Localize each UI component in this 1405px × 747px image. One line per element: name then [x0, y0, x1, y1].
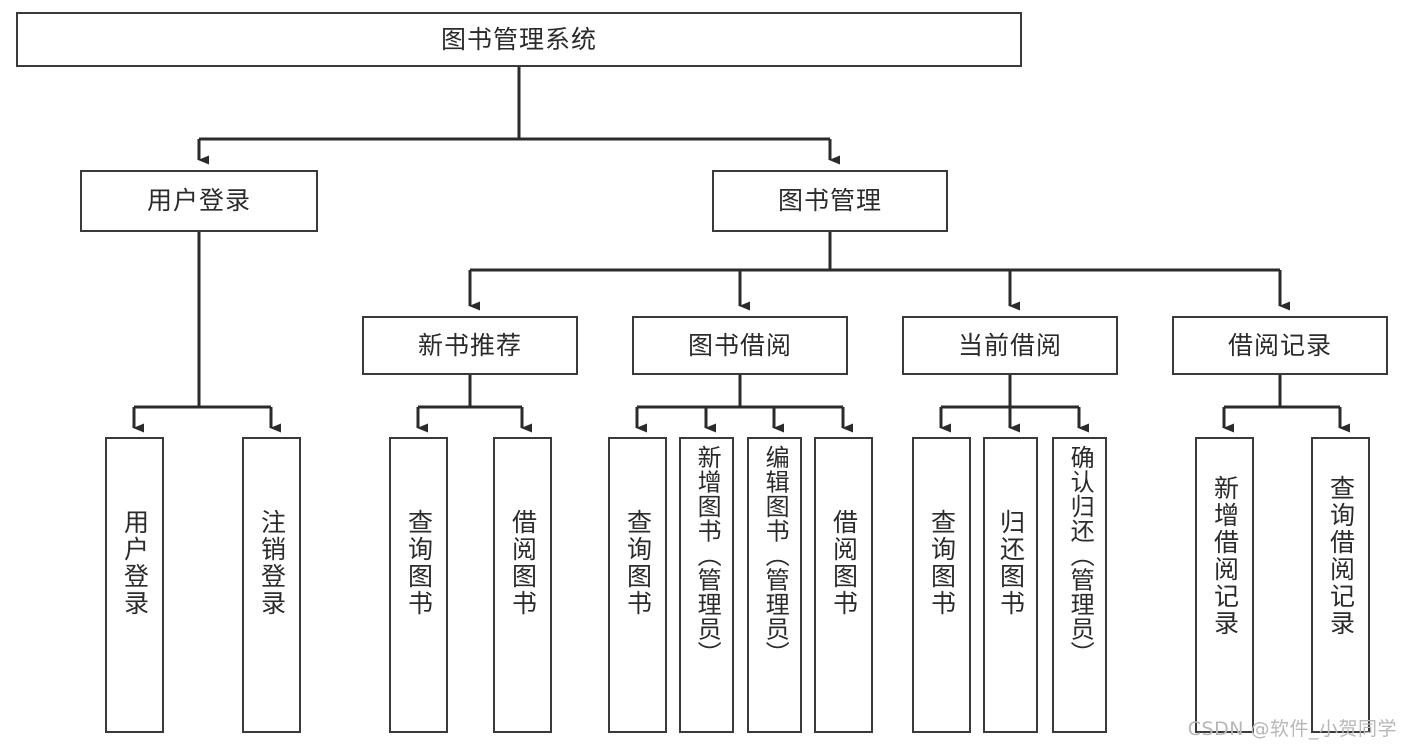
- node-user-login[interactable]: 用户登录: [80, 170, 318, 232]
- node-label: 借阅记录: [1227, 330, 1332, 360]
- node-label: 新书推荐: [417, 330, 522, 360]
- node-label: 注销登录: [257, 509, 287, 617]
- node-leaf-borrow-book[interactable]: 借阅图书: [814, 437, 873, 733]
- node-leaf-add-book-admin[interactable]: 新增图书（管理员）: [679, 437, 734, 733]
- node-new-book-recommend[interactable]: 新书推荐: [362, 316, 578, 375]
- node-label: 用户登录: [146, 186, 251, 216]
- node-root-book-management-system[interactable]: 图书管理系统: [16, 12, 1022, 67]
- node-label: 借阅图书: [829, 509, 859, 617]
- node-leaf-query-book-recommend[interactable]: 查询图书: [389, 437, 448, 733]
- node-label: 当前借阅: [957, 330, 1062, 360]
- node-leaf-add-borrow-record[interactable]: 新增借阅记录: [1195, 437, 1254, 733]
- node-label: 确认归还（管理员）: [1066, 445, 1095, 666]
- node-leaf-borrow-book-recommend[interactable]: 借阅图书: [493, 437, 552, 733]
- node-label: 归还图书: [996, 509, 1026, 617]
- csdn-watermark: CSDN @软件_小贺同学: [1187, 718, 1397, 740]
- node-label: 查询图书: [623, 509, 653, 617]
- node-leaf-user-login[interactable]: 用户登录: [105, 437, 164, 733]
- node-leaf-edit-book-admin[interactable]: 编辑图书（管理员）: [747, 437, 802, 733]
- node-leaf-query-borrow-record[interactable]: 查询借阅记录: [1311, 437, 1370, 733]
- node-label: 查询借阅记录: [1326, 475, 1356, 637]
- node-label: 借阅图书: [508, 509, 538, 617]
- node-book-borrow[interactable]: 图书借阅: [632, 316, 848, 375]
- node-label: 图书借阅: [687, 330, 792, 360]
- node-label: 编辑图书（管理员）: [761, 445, 790, 666]
- node-leaf-confirm-return-admin[interactable]: 确认归还（管理员）: [1052, 437, 1107, 733]
- node-leaf-query-book-borrow[interactable]: 查询图书: [608, 437, 667, 733]
- node-label: 查询图书: [927, 509, 957, 617]
- node-leaf-query-book-current[interactable]: 查询图书: [912, 437, 971, 733]
- node-label: 新增图书（管理员）: [693, 445, 722, 666]
- node-borrow-record[interactable]: 借阅记录: [1172, 316, 1388, 375]
- node-label: 用户登录: [120, 509, 150, 617]
- node-label: 图书管理系统: [440, 24, 597, 54]
- node-leaf-return-book[interactable]: 归还图书: [983, 437, 1038, 733]
- node-current-borrow[interactable]: 当前借阅: [902, 316, 1118, 375]
- node-label: 查询图书: [404, 509, 434, 617]
- node-leaf-logout[interactable]: 注销登录: [242, 437, 301, 733]
- node-book-management[interactable]: 图书管理: [712, 170, 948, 232]
- node-label: 新增借阅记录: [1210, 475, 1240, 637]
- node-label: 图书管理: [777, 186, 882, 216]
